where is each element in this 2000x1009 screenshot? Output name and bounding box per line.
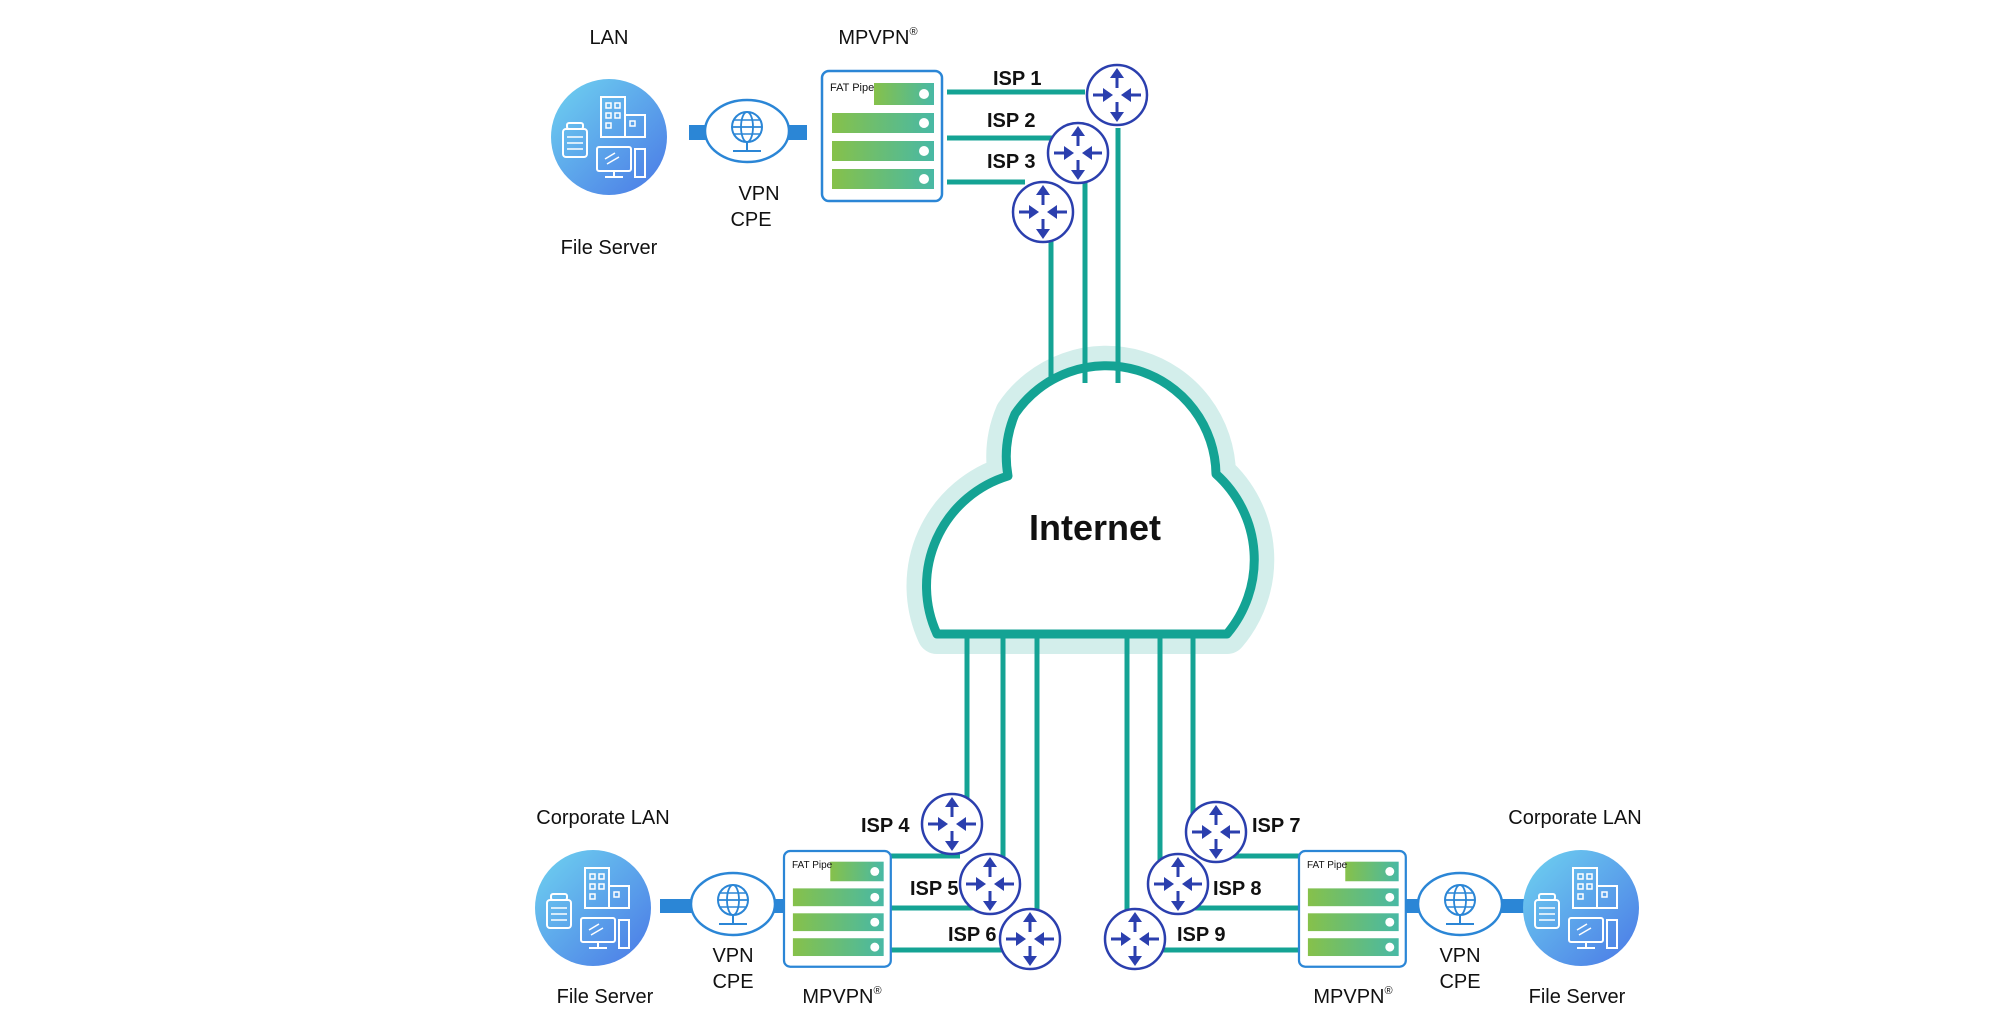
right-cpe-label-1: VPN xyxy=(1439,945,1480,967)
left-server-label: File Server xyxy=(557,986,654,1008)
internet-label: Internet xyxy=(1029,507,1161,548)
right-lan-globe xyxy=(1522,849,1640,967)
left-lan-globe xyxy=(534,849,652,967)
right-router-isp8-icon xyxy=(1146,852,1210,916)
top-server-label: File Server xyxy=(561,237,658,259)
right-appliance-label: MPVPN® xyxy=(1313,985,1392,1008)
right-cpe-label-2: CPE xyxy=(1439,971,1480,993)
top-cpe-label-2: CPE xyxy=(730,209,771,231)
left-appliance-label: MPVPN® xyxy=(802,985,881,1008)
top-appliance-label: MPVPN® xyxy=(838,26,917,49)
left-isp-links xyxy=(887,634,1040,953)
top-brand-logo: FAT Pipe xyxy=(830,82,874,94)
top-isp-links xyxy=(947,89,1121,383)
left-router-isp5-icon xyxy=(958,852,1022,916)
left-vpn-cpe-icon xyxy=(689,871,777,937)
left-cpe-label-1: VPN xyxy=(712,945,753,967)
right-router-isp9-icon xyxy=(1103,907,1167,971)
left-isp-label-5: ISP 5 xyxy=(910,878,959,900)
left-isp-label-4: ISP 4 xyxy=(861,815,910,837)
right-server-label: File Server xyxy=(1529,986,1626,1008)
top-lan-label: LAN xyxy=(590,27,629,49)
right-isp-label-8: ISP 8 xyxy=(1213,878,1262,900)
top-router-isp2-icon xyxy=(1046,121,1110,185)
right-isp-label-7: ISP 7 xyxy=(1252,815,1301,837)
left-isp-label-6: ISP 6 xyxy=(948,924,997,946)
top-cpe-label-1: VPN xyxy=(738,183,779,205)
left-router-isp4-icon xyxy=(920,792,984,856)
right-vpn-cpe-icon xyxy=(1416,871,1504,937)
top-router-isp1-icon xyxy=(1085,63,1149,127)
top-isp-label-1: ISP 1 xyxy=(993,68,1042,90)
top-lan-globe xyxy=(550,78,668,196)
top-router-isp3-icon xyxy=(1011,180,1075,244)
left-cpe-label-2: CPE xyxy=(712,971,753,993)
top-isp-label-3: ISP 3 xyxy=(987,151,1036,173)
internet-cloud xyxy=(906,345,1275,654)
left-brand-logo: FAT Pipe xyxy=(792,860,833,871)
right-isp-label-9: ISP 9 xyxy=(1177,924,1226,946)
right-brand-logo: FAT Pipe xyxy=(1307,860,1348,871)
left-lan-label: Corporate LAN xyxy=(536,807,669,829)
top-isp-label-2: ISP 2 xyxy=(987,110,1036,132)
right-lan-label: Corporate LAN xyxy=(1508,807,1641,829)
top-vpn-cpe-icon xyxy=(703,98,791,164)
left-router-isp6-icon xyxy=(998,907,1062,971)
right-router-isp7-icon xyxy=(1184,800,1248,864)
